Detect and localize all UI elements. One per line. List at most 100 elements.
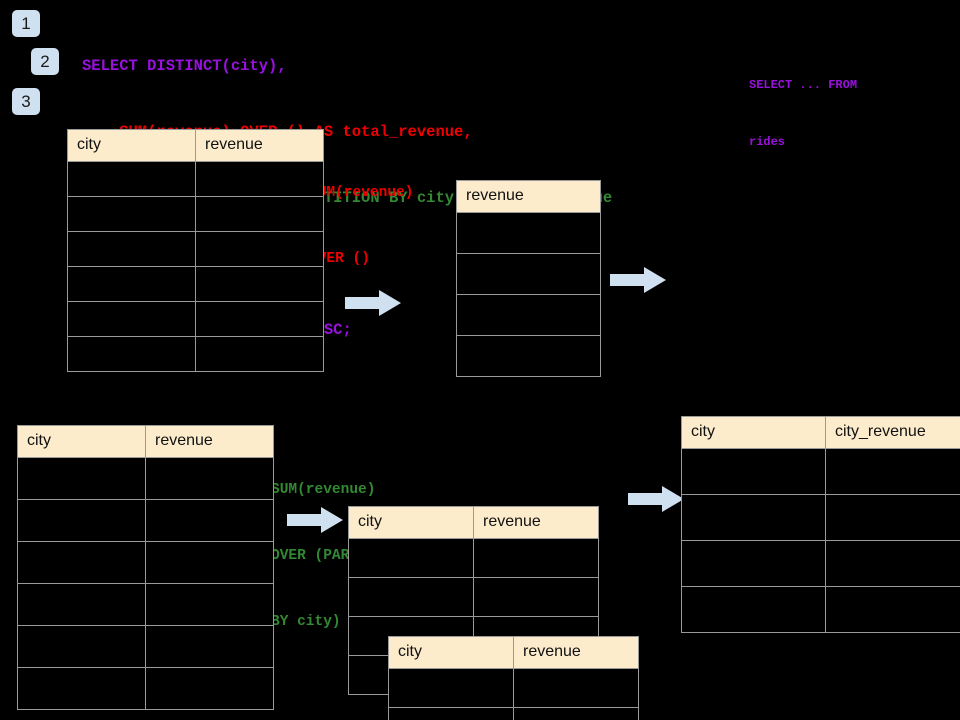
cell-revenue xyxy=(145,583,274,626)
table-total-revenue: revenue xyxy=(456,180,601,377)
cell-city xyxy=(67,231,196,267)
table-row xyxy=(17,667,274,710)
cell-city xyxy=(681,586,826,633)
cell-city xyxy=(388,668,514,708)
cell-revenue xyxy=(145,541,274,584)
sql-line-1: SELECT DISTINCT(city), xyxy=(82,57,287,75)
cell-revenue xyxy=(195,266,324,302)
annotation-over-empty: SUM(revenue) OVER () xyxy=(309,138,413,314)
table-row xyxy=(681,448,960,495)
table-rides-source-bottom: city revenue xyxy=(17,425,274,710)
arrow-source-to-partition-icon xyxy=(287,507,343,533)
step-badge-3: 3 xyxy=(12,88,40,115)
cell-revenue xyxy=(456,294,601,336)
table-row xyxy=(17,457,274,500)
table-row xyxy=(348,577,599,617)
table-row xyxy=(67,301,324,337)
table-row xyxy=(456,294,601,336)
cell-city xyxy=(681,494,826,541)
table-header-row: revenue xyxy=(456,180,601,213)
column-header-revenue: revenue xyxy=(145,425,274,458)
cell-city xyxy=(17,625,146,668)
cell-revenue xyxy=(456,335,601,377)
cell-city-revenue xyxy=(825,540,960,587)
column-header-city: city xyxy=(388,636,514,669)
table-row xyxy=(388,668,639,708)
table-partition-group-b: city revenue xyxy=(388,636,639,720)
cell-city xyxy=(17,583,146,626)
column-header-revenue: revenue xyxy=(195,129,324,162)
cell-city xyxy=(17,499,146,542)
step-badge-1: 1 xyxy=(12,10,40,37)
cell-revenue xyxy=(456,253,601,295)
table-row xyxy=(348,538,599,578)
table-row xyxy=(681,494,960,541)
cell-revenue xyxy=(195,301,324,337)
cell-city-revenue xyxy=(825,586,960,633)
cell-revenue xyxy=(473,577,599,617)
cell-revenue xyxy=(145,667,274,710)
table-rides-source-top: city revenue xyxy=(67,129,324,372)
cell-city xyxy=(388,707,514,720)
cell-city xyxy=(67,196,196,232)
cell-city xyxy=(17,667,146,710)
select-from-note-line-2: rides xyxy=(749,135,786,149)
table-header-row: city revenue xyxy=(348,506,599,539)
column-header-revenue: revenue xyxy=(456,180,601,213)
cell-city xyxy=(17,457,146,500)
cell-revenue xyxy=(195,231,324,267)
select-from-note: SELECT ... FROM rides xyxy=(749,38,857,190)
cell-city xyxy=(17,541,146,584)
annotation-over-empty-line-2: OVER () xyxy=(309,251,370,267)
table-row xyxy=(388,707,639,720)
cell-city-revenue xyxy=(825,448,960,495)
annotation-over-partition-line-1: SUM(revenue) xyxy=(271,482,376,498)
column-header-city: city xyxy=(67,129,196,162)
table-header-row: city revenue xyxy=(67,129,324,162)
cell-revenue xyxy=(513,668,639,708)
column-header-city: city xyxy=(17,425,146,458)
table-row xyxy=(67,231,324,267)
cell-city xyxy=(681,448,826,495)
select-from-note-line-1: SELECT ... FROM xyxy=(749,78,858,92)
cell-city xyxy=(67,266,196,302)
table-row xyxy=(17,625,274,668)
cell-city xyxy=(348,577,474,617)
table-header-row: city revenue xyxy=(388,636,639,669)
table-row xyxy=(67,196,324,232)
table-row xyxy=(67,266,324,302)
annotation-over-empty-line-1: SUM(revenue) xyxy=(309,185,414,201)
column-header-revenue: revenue xyxy=(473,506,599,539)
cell-revenue xyxy=(195,161,324,197)
table-row xyxy=(681,540,960,587)
column-header-city: city xyxy=(348,506,474,539)
table-row xyxy=(17,499,274,542)
cell-revenue xyxy=(195,196,324,232)
cell-revenue xyxy=(456,212,601,254)
cell-city xyxy=(67,161,196,197)
cell-revenue xyxy=(145,625,274,668)
column-header-revenue: revenue xyxy=(513,636,639,669)
cell-revenue xyxy=(145,457,274,500)
table-header-row: city city_revenue xyxy=(681,416,960,449)
table-row xyxy=(681,586,960,633)
cell-revenue xyxy=(195,336,324,372)
cell-city xyxy=(67,301,196,337)
step-badge-2: 2 xyxy=(31,48,59,75)
cell-revenue xyxy=(473,538,599,578)
cell-city xyxy=(681,540,826,587)
arrow-source-to-total-icon xyxy=(345,290,401,316)
column-header-city-revenue: city_revenue xyxy=(825,416,960,449)
table-row xyxy=(67,161,324,197)
annotation-over-partition-line-3: BY city) xyxy=(271,614,341,630)
table-row xyxy=(456,335,601,377)
cell-city-revenue xyxy=(825,494,960,541)
table-row xyxy=(17,541,274,584)
arrow-partition-to-result-icon xyxy=(628,486,684,512)
cell-revenue xyxy=(513,707,639,720)
cell-city xyxy=(348,538,474,578)
table-row xyxy=(456,212,601,254)
table-row xyxy=(67,336,324,372)
table-row xyxy=(17,583,274,626)
